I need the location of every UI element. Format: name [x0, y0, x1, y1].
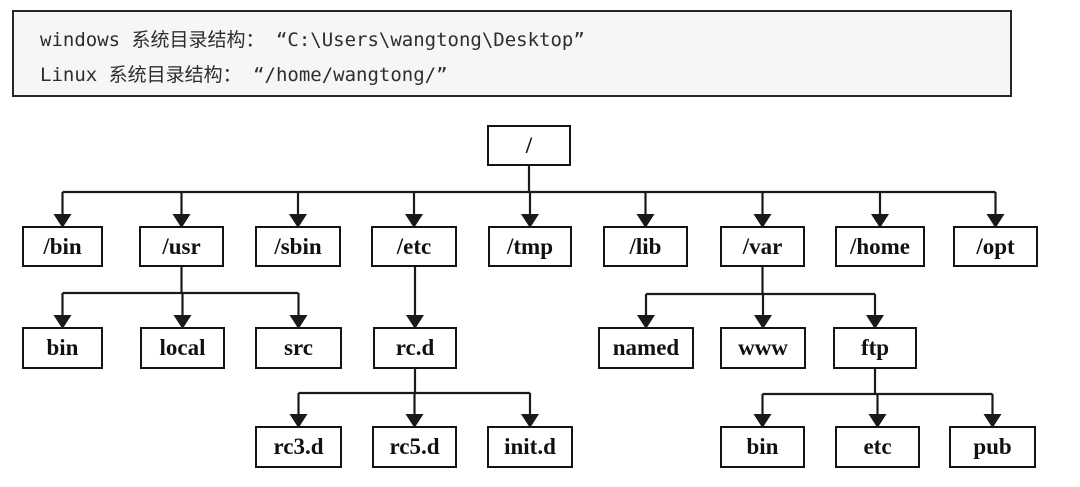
tree-node-opt: /opt: [953, 226, 1038, 267]
tree-node-rcd_rc3d: rc3.d: [255, 426, 342, 468]
tree-node-var_www: www: [720, 327, 806, 369]
tree-node-home: /home: [835, 226, 925, 267]
tree-node-usr_src: src: [255, 327, 342, 369]
tree-node-rcd_initd: init.d: [487, 426, 573, 468]
tree-node-var_ftp: ftp: [833, 327, 917, 369]
tree-node-rcd_rc5d: rc5.d: [372, 426, 457, 468]
tree-node-usr_local: local: [140, 327, 225, 369]
tree-node-root: /: [487, 125, 571, 166]
tree-node-tmp: /tmp: [488, 226, 572, 267]
tree-node-etc: /etc: [371, 226, 457, 267]
tree-node-bin: /bin: [22, 226, 103, 267]
tree-node-lib: /lib: [603, 226, 688, 267]
tree-node-usr_bin: bin: [22, 327, 103, 369]
tree-node-ftp_bin: bin: [720, 426, 805, 468]
tree-node-sbin: /sbin: [255, 226, 341, 267]
tree-node-var_named: named: [598, 327, 694, 369]
tree-node-usr: /usr: [139, 226, 224, 267]
tree-node-ftp_etc: etc: [835, 426, 920, 468]
tree-node-etc_rcd: rc.d: [373, 327, 457, 369]
tree-node-ftp_pub: pub: [949, 426, 1036, 468]
tree-node-var: /var: [720, 226, 805, 267]
